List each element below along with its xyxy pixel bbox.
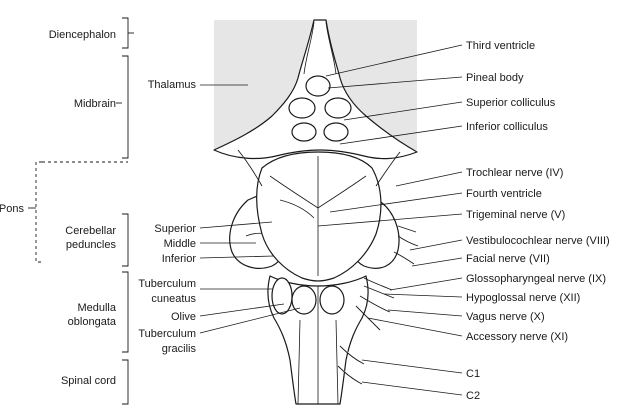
label-pineal-body: Pineal body — [466, 72, 524, 84]
label-tuberculum-cuneatus-2: cuneatus — [151, 293, 196, 305]
label-superior-colliculus: Superior colliculus — [466, 97, 556, 109]
label-medulla-oblongata-2: oblongata — [68, 316, 117, 328]
label-trigeminal-nerve: Trigeminal nerve (V) — [466, 209, 565, 221]
label-olive: Olive — [171, 311, 196, 323]
label-tuberculum-cuneatus-1: Tuberculum — [138, 278, 196, 290]
label-superior: Superior — [154, 223, 196, 235]
label-vestibulocochlear-nerve: Vestibulocochlear nerve (VIII) — [466, 235, 610, 247]
label-cerebellar-peduncles-1: Cerebellar — [65, 225, 116, 237]
label-pons: Pons — [0, 203, 24, 215]
label-diencephalon: Diencephalon — [49, 29, 116, 41]
inner-labels: Thalamus Superior Middle Inferior Tuberc… — [138, 79, 301, 355]
brainstem-illustration — [213, 19, 419, 405]
label-thalamus: Thalamus — [148, 79, 197, 91]
right-labels: Third ventricle Pineal body Superior col… — [317, 40, 610, 402]
label-c2: C2 — [466, 390, 480, 402]
label-medulla-oblongata-1: Medulla — [77, 302, 116, 314]
label-midbrain: Midbrain — [74, 98, 116, 110]
label-tuberculum-gracilis-1: Tuberculum — [138, 328, 196, 340]
label-spinal-cord: Spinal cord — [61, 375, 116, 387]
label-inferior-colliculus: Inferior colliculus — [466, 121, 548, 133]
label-middle: Middle — [164, 238, 196, 250]
label-glossopharyngeal-nerve: Glossopharyngeal nerve (IX) — [466, 273, 606, 285]
label-hypoglossal-nerve: Hypoglossal nerve (XII) — [466, 292, 580, 304]
label-tuberculum-gracilis-2: gracilis — [162, 343, 197, 355]
label-fourth-ventricle: Fourth ventricle — [466, 188, 542, 200]
label-cerebellar-peduncles-2: peduncles — [66, 239, 117, 251]
label-vagus-nerve: Vagus nerve (X) — [466, 311, 545, 323]
label-trochlear-nerve: Trochlear nerve (IV) — [466, 167, 563, 179]
label-third-ventricle: Third ventricle — [466, 40, 535, 52]
label-accessory-nerve: Accessory nerve (XI) — [466, 331, 568, 343]
label-facial-nerve: Facial nerve (VII) — [466, 253, 550, 265]
left-labels: Diencephalon Midbrain Pons Cerebellar pe… — [0, 17, 134, 405]
label-c1: C1 — [466, 368, 480, 380]
label-inferior: Inferior — [162, 253, 197, 265]
